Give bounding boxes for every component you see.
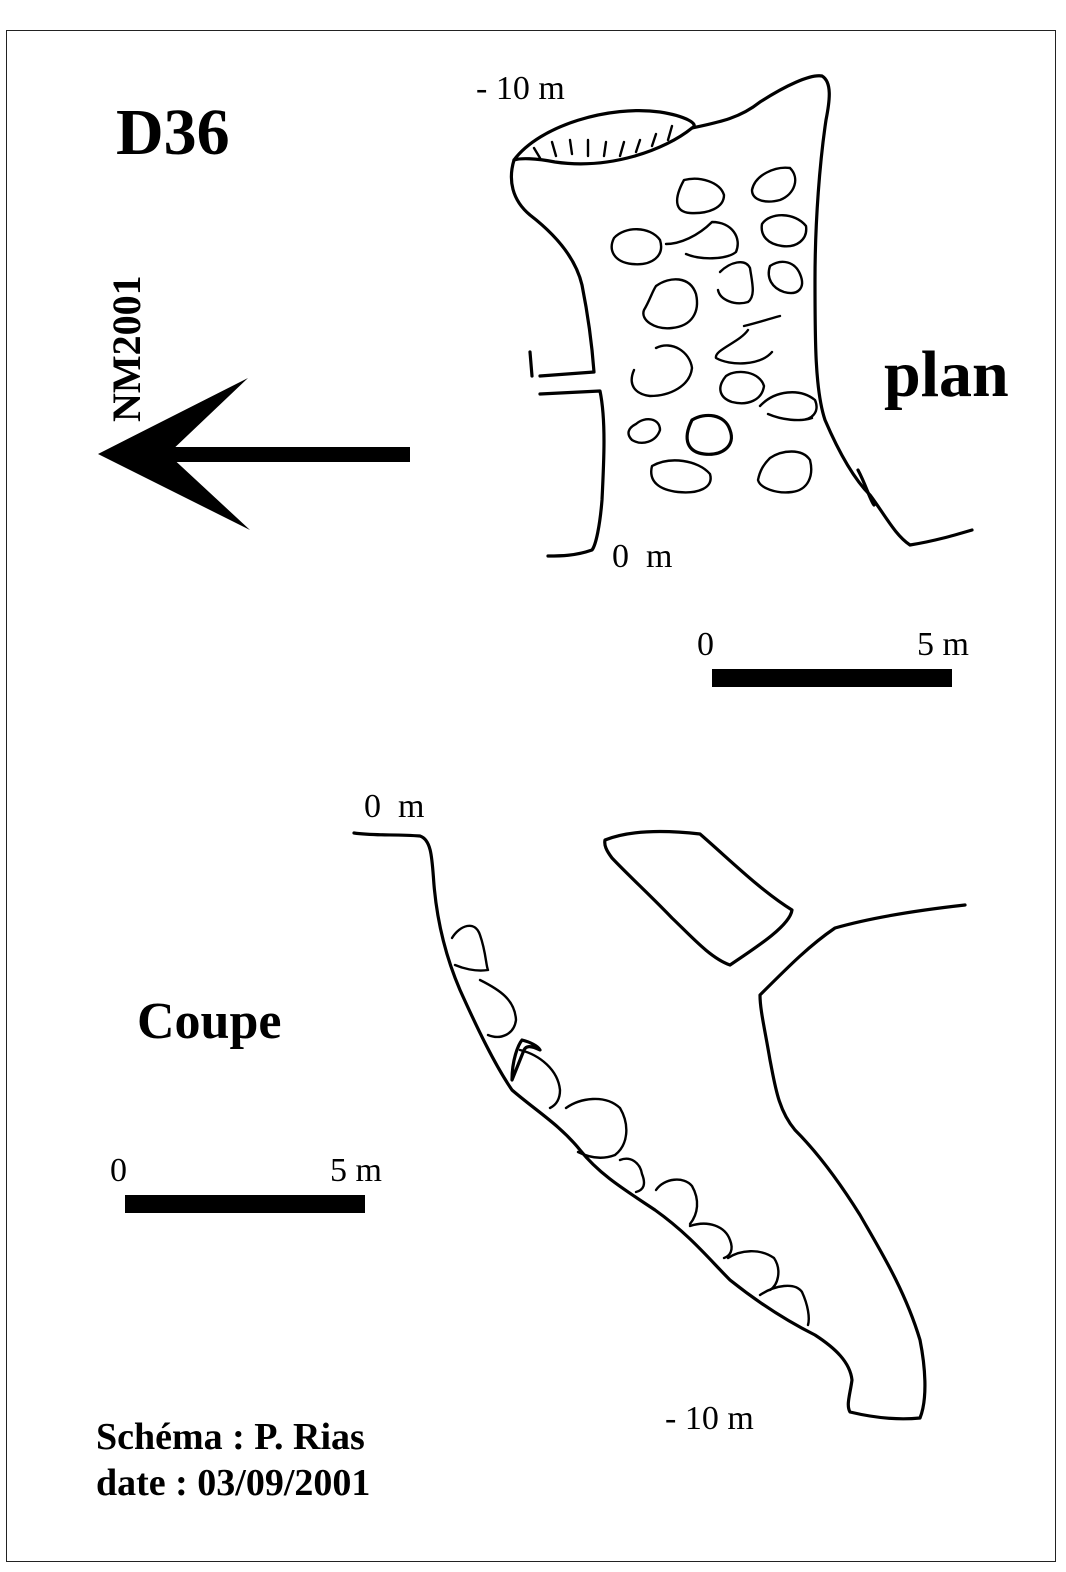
- section-depth-top: 0 m: [364, 788, 425, 825]
- date-label: date : 03/09/2001: [96, 1462, 371, 1504]
- plan-outline: [509, 74, 974, 558]
- drawing-frame: [6, 30, 1056, 1562]
- plan-scale-end: 5 m: [917, 626, 969, 663]
- north-arrow-icon: [98, 378, 410, 530]
- section-scale-end: 5 m: [330, 1152, 382, 1189]
- section-depth-bottom: - 10 m: [665, 1400, 754, 1437]
- cave-id-title: D36: [116, 96, 230, 169]
- signature-label: Schéma : P. Rias: [96, 1416, 365, 1458]
- section-scale-bar: [125, 1195, 365, 1213]
- plan-depth-entrance: 0 m: [612, 538, 673, 575]
- plan-boulders: [610, 166, 818, 494]
- plan-scale-bar: [712, 669, 952, 687]
- section-boulders: [450, 924, 810, 1327]
- plan-depth-top: - 10 m: [476, 70, 565, 107]
- plan-title: plan: [884, 338, 1009, 411]
- section-title: Coupe: [137, 993, 282, 1050]
- section-outline: [352, 829, 967, 1421]
- plan-scale-start: 0: [697, 626, 714, 663]
- section-scale-start: 0: [110, 1152, 127, 1189]
